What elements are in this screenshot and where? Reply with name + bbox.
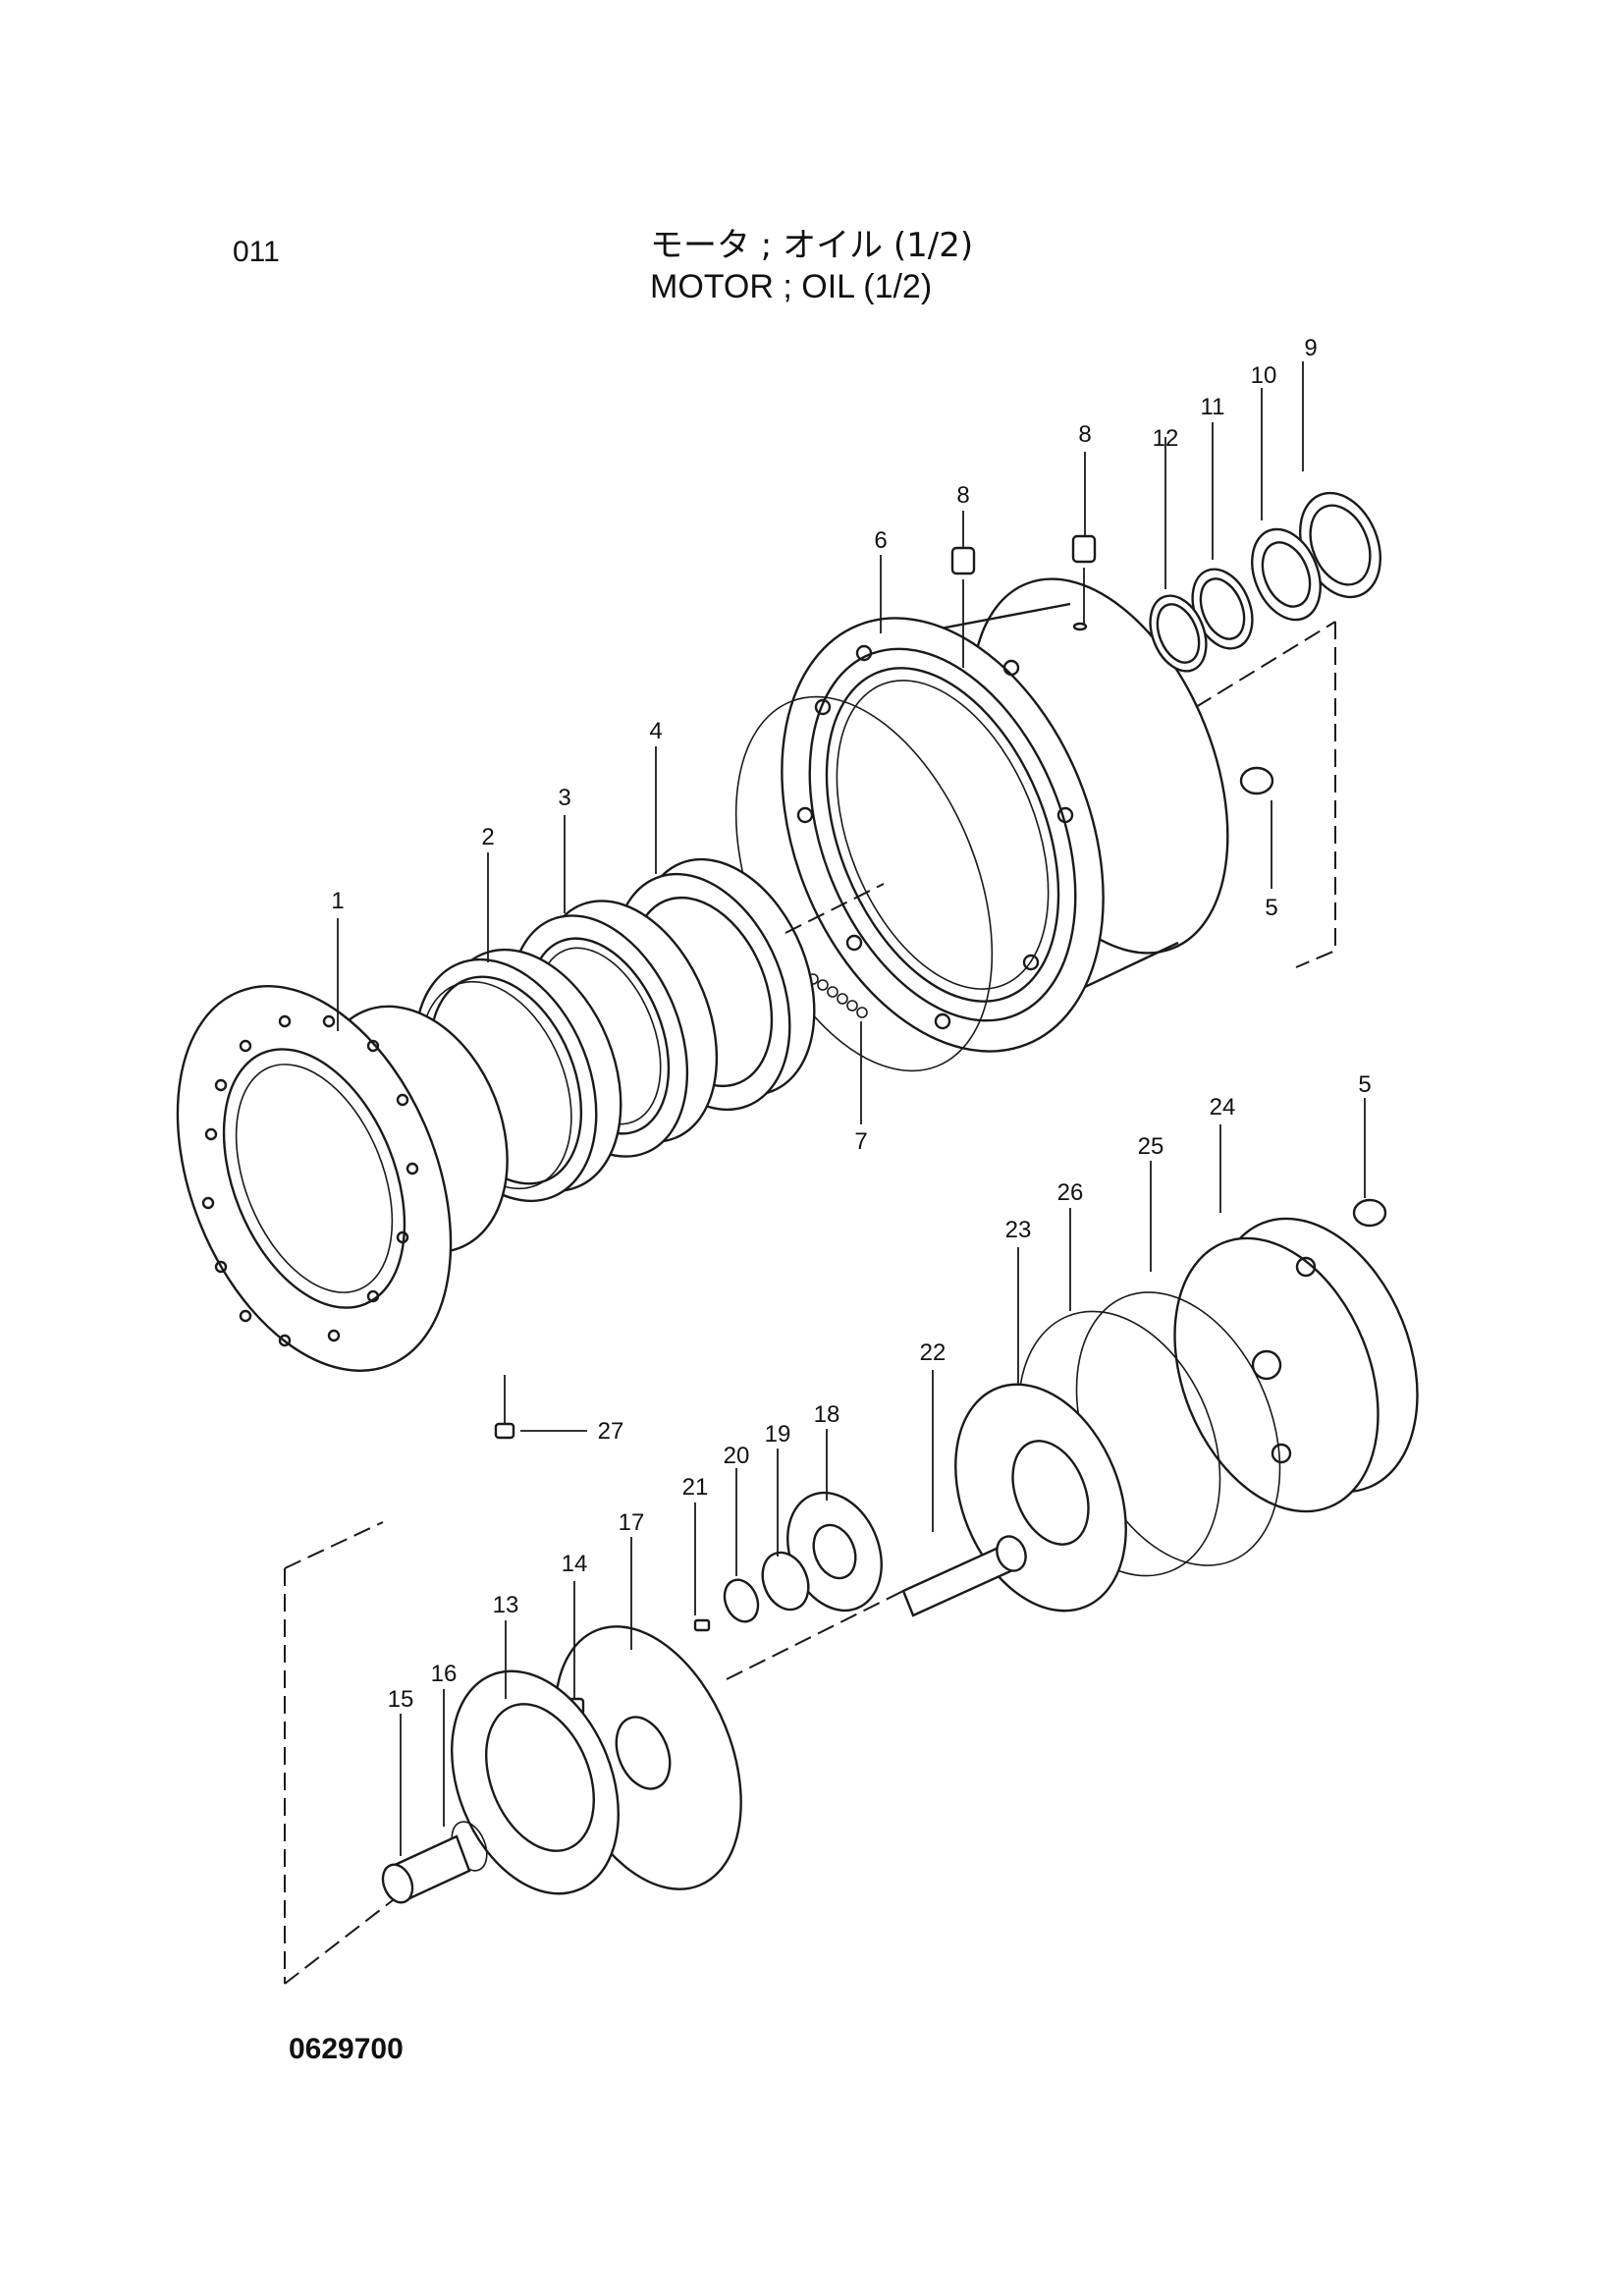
- part-27-plug: [494, 1422, 515, 1440]
- part-8-plug-left: [950, 546, 976, 668]
- callout-6: 6: [874, 527, 887, 554]
- part-21-pin: [693, 1618, 711, 1632]
- callout-7: 7: [854, 1128, 867, 1155]
- callout-1: 1: [331, 888, 344, 914]
- part-24-cover: [1173, 1217, 1419, 1513]
- part-19-gear: [761, 1551, 810, 1612]
- callout-3: 3: [558, 785, 570, 811]
- part-12-shim: [1149, 594, 1208, 673]
- callout-4: 4: [649, 718, 662, 744]
- callout-20: 20: [724, 1443, 750, 1469]
- drawing-number: 0629700: [289, 2033, 404, 2065]
- callout-10: 10: [1251, 362, 1277, 389]
- callout-15: 15: [388, 1686, 414, 1713]
- callout-14: 14: [562, 1551, 588, 1577]
- part-13-plate: [451, 1669, 620, 1895]
- part-1-hub: [176, 985, 509, 1372]
- callout-13: 13: [493, 1592, 519, 1618]
- part-5-plug-upper: [1239, 766, 1274, 795]
- callout-5-upper: 5: [1265, 895, 1277, 921]
- callout-12: 12: [1153, 425, 1179, 452]
- callout-16: 16: [431, 1661, 458, 1687]
- page-code: 011: [233, 236, 280, 268]
- part-15-sun-gear: [381, 1834, 471, 1904]
- callout-19: 19: [765, 1421, 791, 1448]
- callouts: 1 2 3 4 6 7 5 8 8 9 10 11 12 5 24 25 26 …: [331, 335, 1371, 1713]
- assembly-axis-lines: [284, 621, 1336, 1985]
- title-japanese: モータ ; オイル (1/2): [650, 226, 974, 265]
- callout-27: 27: [598, 1418, 624, 1445]
- callout-26: 26: [1057, 1179, 1084, 1206]
- callout-21: 21: [682, 1474, 709, 1501]
- part-22-shaft: [901, 1535, 1027, 1617]
- title-english: MOTOR ; OIL (1/2): [650, 268, 933, 305]
- callout-18: 18: [814, 1401, 840, 1428]
- callout-11: 11: [1201, 394, 1225, 420]
- callout-17: 17: [619, 1509, 645, 1536]
- part-20-bushing: [723, 1578, 760, 1623]
- callout-5-lower: 5: [1358, 1071, 1371, 1098]
- callout-9: 9: [1304, 335, 1317, 361]
- callout-2: 2: [481, 824, 494, 850]
- callout-25: 25: [1138, 1133, 1164, 1160]
- leader-lines: [337, 361, 1366, 1856]
- part-10-roller-bearing: [1251, 527, 1322, 622]
- callout-24: 24: [1210, 1094, 1236, 1121]
- callout-8-right: 8: [1078, 421, 1091, 448]
- part-5-plug-lower: [1352, 1198, 1387, 1228]
- part-6-housing: [781, 577, 1229, 1053]
- part-8-plug-right: [1071, 534, 1097, 625]
- callout-8-left: 8: [956, 482, 969, 509]
- callout-22: 22: [920, 1339, 947, 1366]
- part-18-gear: [786, 1491, 883, 1613]
- callout-23: 23: [1005, 1217, 1032, 1243]
